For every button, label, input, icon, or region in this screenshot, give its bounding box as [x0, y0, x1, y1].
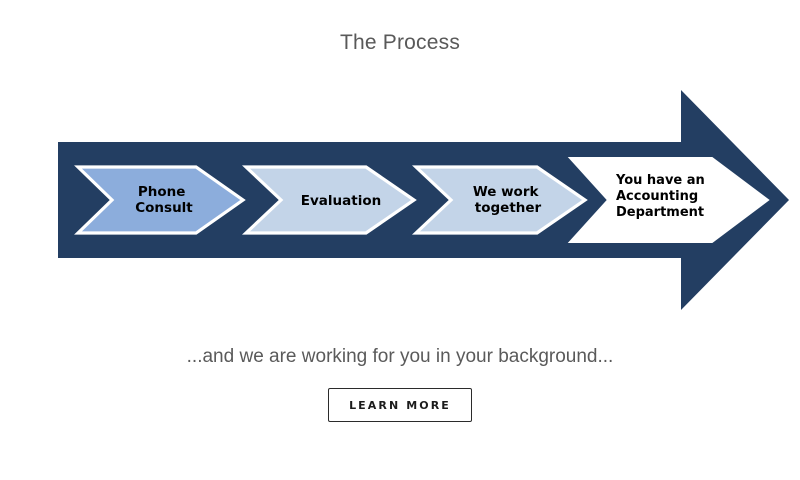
- chevron-step-1[interactable]: [74, 165, 246, 235]
- subtitle-text: ...and we are working for you in your ba…: [186, 346, 614, 367]
- cta-container: LEARN MORE: [0, 388, 800, 422]
- chevron-step-2[interactable]: [241, 165, 417, 235]
- process-flow-svg: Phone Consult Evaluation We work togethe…: [58, 90, 789, 310]
- chevron-step-4-label: You have an Accounting Department: [615, 173, 709, 220]
- chevron-step-2-label: Evaluation: [301, 193, 381, 209]
- learn-more-button[interactable]: LEARN MORE: [328, 388, 472, 422]
- navy-process-band: [58, 90, 789, 310]
- process-flow-diagram: Phone Consult Evaluation We work togethe…: [0, 78, 800, 328]
- chevron-step-3[interactable]: [411, 165, 588, 235]
- chevron-step-4[interactable]: [567, 157, 770, 243]
- chevron-step-1-label: Phone Consult: [135, 184, 193, 216]
- page-title: The Process: [339, 31, 461, 54]
- chevron-step-3-label: We work together: [473, 184, 543, 216]
